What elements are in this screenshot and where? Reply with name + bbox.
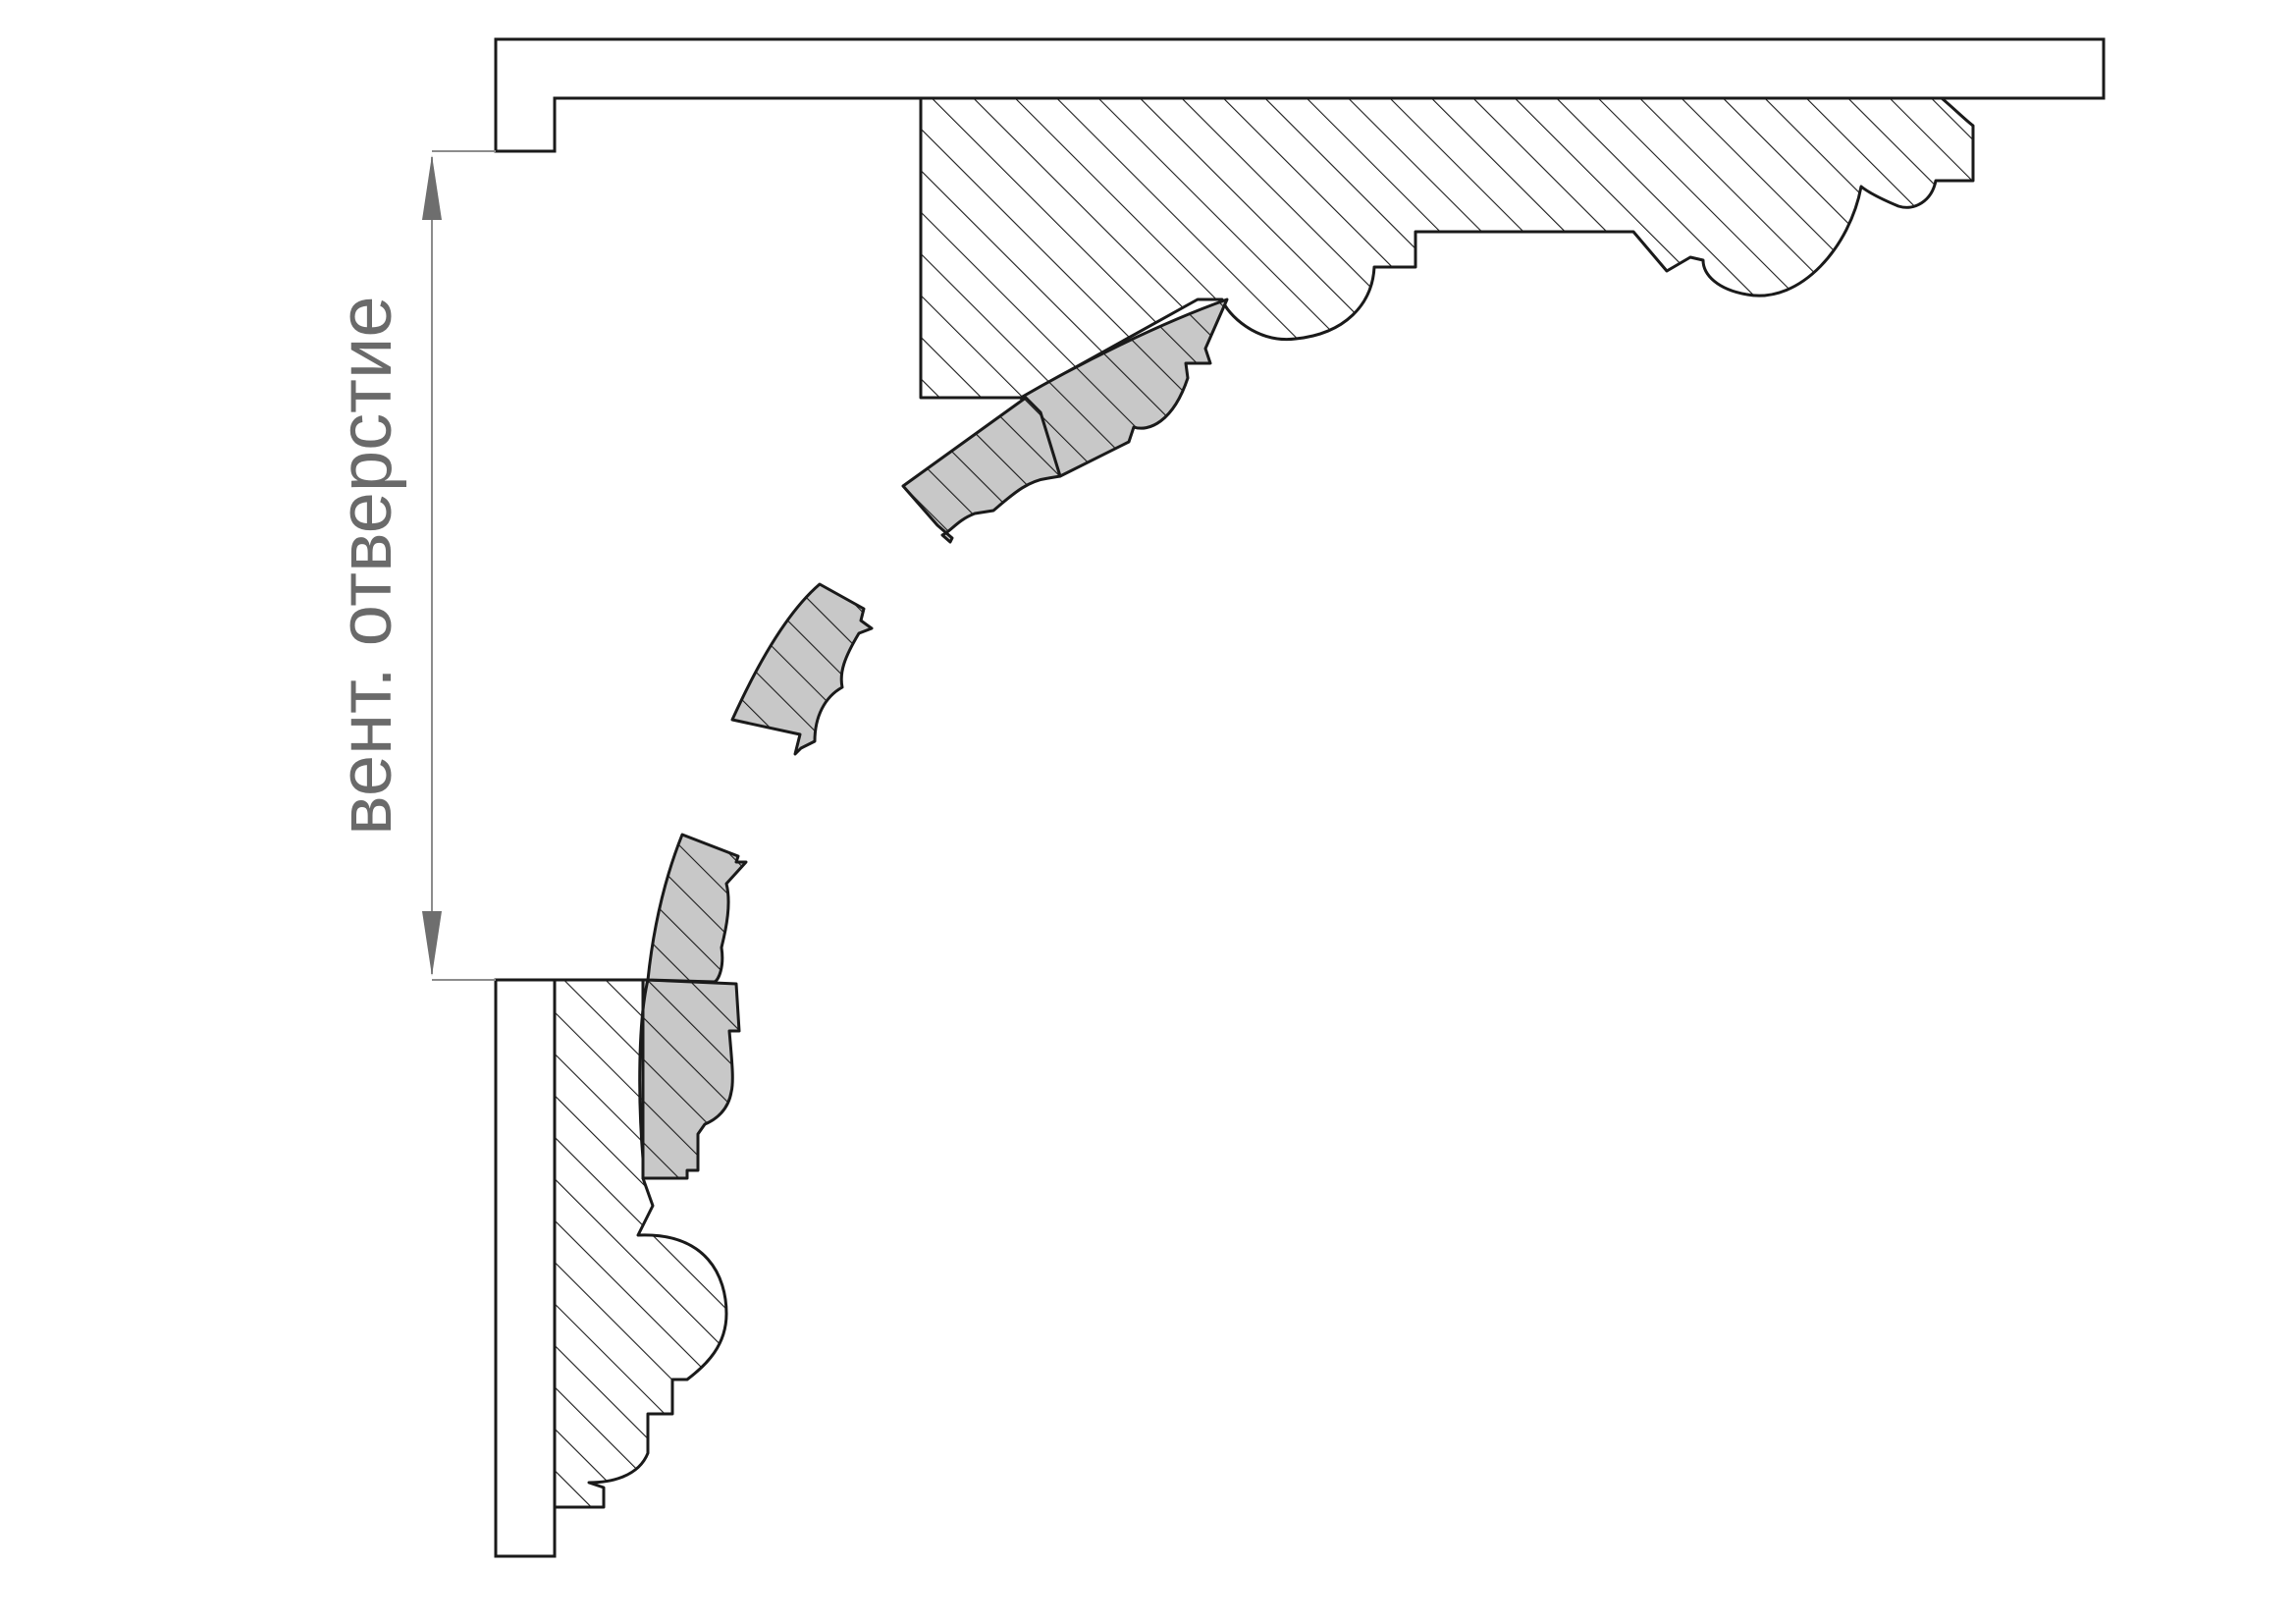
moulding-piece-bottom-upper: [646, 833, 748, 984]
moulding-piece-middle: [730, 582, 874, 756]
moulding-piece-top-large: [1019, 298, 1229, 478]
moulding-piece-top-small: [901, 396, 1062, 544]
dimension-label: вент. отверстие: [324, 296, 407, 835]
top-moulding-profile: [919, 96, 1975, 400]
dimension-arrow-top: [422, 155, 442, 220]
wall-board: [494, 978, 557, 1558]
bottom-moulding-profile: [553, 978, 728, 1509]
dimension-arrow-bottom: [422, 911, 442, 976]
moulding-piece-bottom-curve: [638, 979, 650, 1160]
moulding-piece-bottom-large: [641, 978, 741, 1180]
